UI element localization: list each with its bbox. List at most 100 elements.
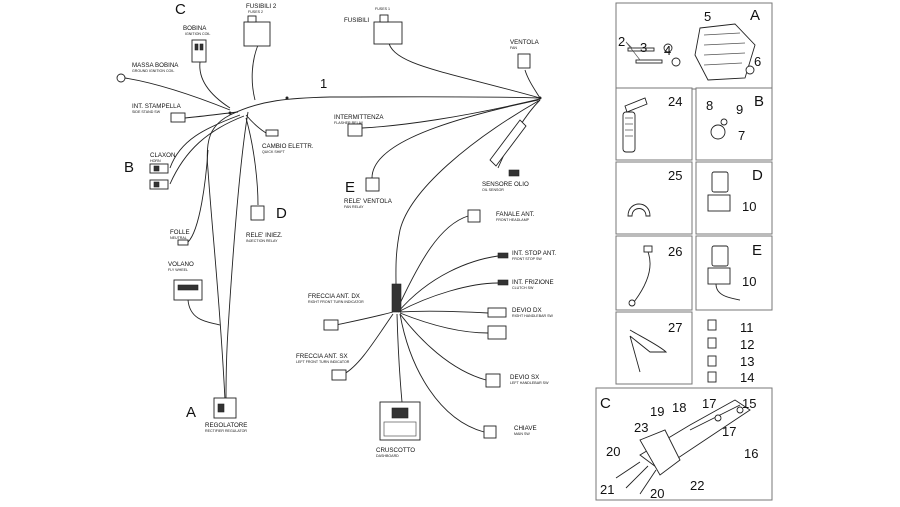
volano-label: VOLANO bbox=[168, 261, 194, 268]
component-rele-iniez: RELE' INIEZ. INJECTION RELAY bbox=[246, 205, 283, 243]
chiave-label: CHIAVE bbox=[514, 425, 537, 432]
panel-c-num-20b: 20 bbox=[650, 486, 664, 501]
freccia-dx-sub: RIGHT FRONT TURN INDICATOR bbox=[308, 300, 364, 304]
component-fanale: FANALE ANT. FRONT HEADLAMP bbox=[467, 209, 535, 223]
component-bobina: BOBINA IGNITION COIL bbox=[183, 25, 210, 63]
washer-3 bbox=[663, 43, 673, 53]
panel-c-num-18: 18 bbox=[672, 400, 686, 415]
component-rele-ventola: RELE' VENTOLA FAN RELAY bbox=[344, 177, 393, 209]
panel-24-num: 24 bbox=[668, 94, 682, 109]
panel-e: E 10 bbox=[695, 235, 773, 311]
frizione-label: INT. FRIZIONE bbox=[512, 279, 554, 286]
fuse-num-13: 13 bbox=[740, 354, 754, 369]
cruscotto-label: CRUSCOTTO bbox=[376, 447, 415, 454]
panel-c-letter: C bbox=[600, 395, 611, 412]
stop-ant-label: INT. STOP ANT. bbox=[512, 250, 556, 257]
panel-fuses: 11 12 13 14 bbox=[707, 319, 754, 385]
component-intermittenza: INTERMITTENZA FLASHER RELAY bbox=[334, 114, 384, 137]
component-chiave: CHIAVE MAIN SW bbox=[483, 425, 537, 439]
component-fusibili-1: FUSES 1 FUSIBILI bbox=[344, 7, 403, 45]
panel-b-num-9: 9 bbox=[736, 102, 743, 117]
panel-26: 26 bbox=[615, 235, 693, 311]
panel-c-num-15: 15 bbox=[742, 396, 756, 411]
frizione-sub: CLUTCH SW bbox=[512, 286, 534, 290]
freccia-sx-label: FRECCIA ANT. SX bbox=[296, 353, 348, 360]
panel-b-num-7: 7 bbox=[738, 128, 745, 143]
bolt-2a bbox=[627, 47, 655, 52]
panel-c-num-16: 16 bbox=[744, 446, 758, 461]
cambio-sub: QUICK SHIFT bbox=[262, 150, 286, 154]
component-massa-bobina: MASSA BOBINA GROUND IGNITION COIL bbox=[116, 62, 179, 83]
panel-e-letter: E bbox=[752, 242, 762, 259]
regolatore-label: REGOLATORE bbox=[205, 422, 247, 429]
int-stampella-label: INT. STAMPELLA bbox=[132, 103, 182, 110]
panel-b-num-8: 8 bbox=[706, 98, 713, 113]
panel-c-num-17a: 17 bbox=[702, 396, 716, 411]
callout-c-main: C bbox=[175, 1, 186, 18]
folle-sub: NEUTRAL bbox=[170, 236, 187, 240]
folle-label: FOLLE bbox=[170, 229, 190, 236]
ventola-sub: FAN bbox=[510, 46, 517, 50]
panel-c-num-21: 21 bbox=[600, 482, 614, 497]
fusibili1-label: FUSIBILI bbox=[344, 17, 369, 24]
claxon-label: CLAXON bbox=[150, 152, 175, 159]
panel-26-num: 26 bbox=[668, 244, 682, 259]
component-volano: VOLANO FLY WHEEL bbox=[168, 261, 203, 301]
fusibili2-sub: FUSES 2 bbox=[248, 10, 263, 14]
fanale-label: FANALE ANT. bbox=[496, 211, 535, 218]
splice-box bbox=[391, 283, 402, 313]
component-freccia-sx: FRECCIA ANT. SX LEFT FRONT TURN INDICATO… bbox=[296, 353, 350, 381]
rele-iniez-sub: INJECTION RELAY bbox=[246, 239, 278, 243]
panel-c-num-22: 22 bbox=[690, 478, 704, 493]
component-devio-dx: DEVIO DX RIGHT HANDLEBAR SW bbox=[487, 307, 553, 340]
callout-b-main: B bbox=[124, 159, 134, 176]
component-cruscotto: CRUSCOTTO DASHBOARD bbox=[376, 401, 421, 458]
regulator-body bbox=[694, 23, 756, 81]
claxon-sub: HORN bbox=[150, 159, 161, 163]
panel-a-num-4: 4 bbox=[664, 43, 671, 58]
callout-e-main: E bbox=[345, 179, 355, 196]
fanale-sub: FRONT HEADLAMP bbox=[496, 218, 530, 222]
panel-c-num-20a: 20 bbox=[606, 444, 620, 459]
devio-sx-sub: LEFT HANDLEBAR SW bbox=[510, 381, 549, 385]
panel-24: 24 bbox=[615, 87, 693, 161]
panel-b-letter: B bbox=[754, 93, 764, 110]
harness-number-label: 1 bbox=[320, 76, 327, 91]
sensore-olio-label: SENSORE OLIO bbox=[482, 181, 529, 188]
ventola-label: VENTOLA bbox=[510, 39, 540, 46]
nut-6 bbox=[745, 65, 755, 75]
devio-sx-label: DEVIO SX bbox=[510, 374, 539, 381]
intermittenza-sub: FLASHER RELAY bbox=[334, 121, 364, 125]
int-stampella-sub: SIDE STAND SW bbox=[132, 110, 161, 114]
component-fusibili-2: FUSIBILI 2 FUSES 2 bbox=[243, 3, 277, 47]
panel-a: A 5 2 3 4 6 bbox=[615, 2, 773, 90]
panel-25-num: 25 bbox=[668, 168, 682, 183]
component-regolatore: REGOLATORE RECTIFIER REGULATOR bbox=[205, 397, 247, 433]
rele-iniez-label: RELE' INIEZ. bbox=[246, 232, 283, 239]
chiave-sub: MAIN SW bbox=[514, 432, 530, 436]
massa-bobina-sub: GROUND IGNITION COIL bbox=[132, 69, 174, 73]
bobina-sub: IGNITION COIL bbox=[185, 32, 210, 36]
sensore-olio-sub: OIL SENSOR bbox=[482, 188, 504, 192]
panel-a-num-3: 3 bbox=[640, 40, 647, 55]
massa-bobina-label: MASSA BOBINA bbox=[132, 62, 179, 69]
bobina-label: BOBINA bbox=[183, 25, 207, 32]
panel-27: 27 bbox=[615, 311, 693, 385]
panel-d-num: 10 bbox=[742, 199, 756, 214]
regolatore-sub: RECTIFIER REGULATOR bbox=[205, 429, 247, 433]
component-folle: FOLLE NEUTRAL bbox=[170, 229, 190, 246]
cruscotto-sub: DASHBOARD bbox=[376, 454, 399, 458]
rele-ventola-label: RELE' VENTOLA bbox=[344, 198, 393, 205]
panel-c-num-17b: 17 bbox=[722, 424, 736, 439]
panel-a-num-5: 5 bbox=[704, 9, 711, 24]
intermittenza-label: INTERMITTENZA bbox=[334, 114, 384, 121]
component-ventola: VENTOLA FAN bbox=[510, 39, 540, 69]
panel-c: C 19 18 17 15 23 17 20 16 21 20 22 bbox=[595, 387, 773, 501]
panel-25: 25 bbox=[615, 161, 693, 235]
panel-d-letter: D bbox=[752, 167, 763, 184]
fuse-num-12: 12 bbox=[740, 337, 754, 352]
panel-d: D 10 bbox=[695, 161, 773, 235]
panel-a-num-2: 2 bbox=[618, 34, 625, 49]
